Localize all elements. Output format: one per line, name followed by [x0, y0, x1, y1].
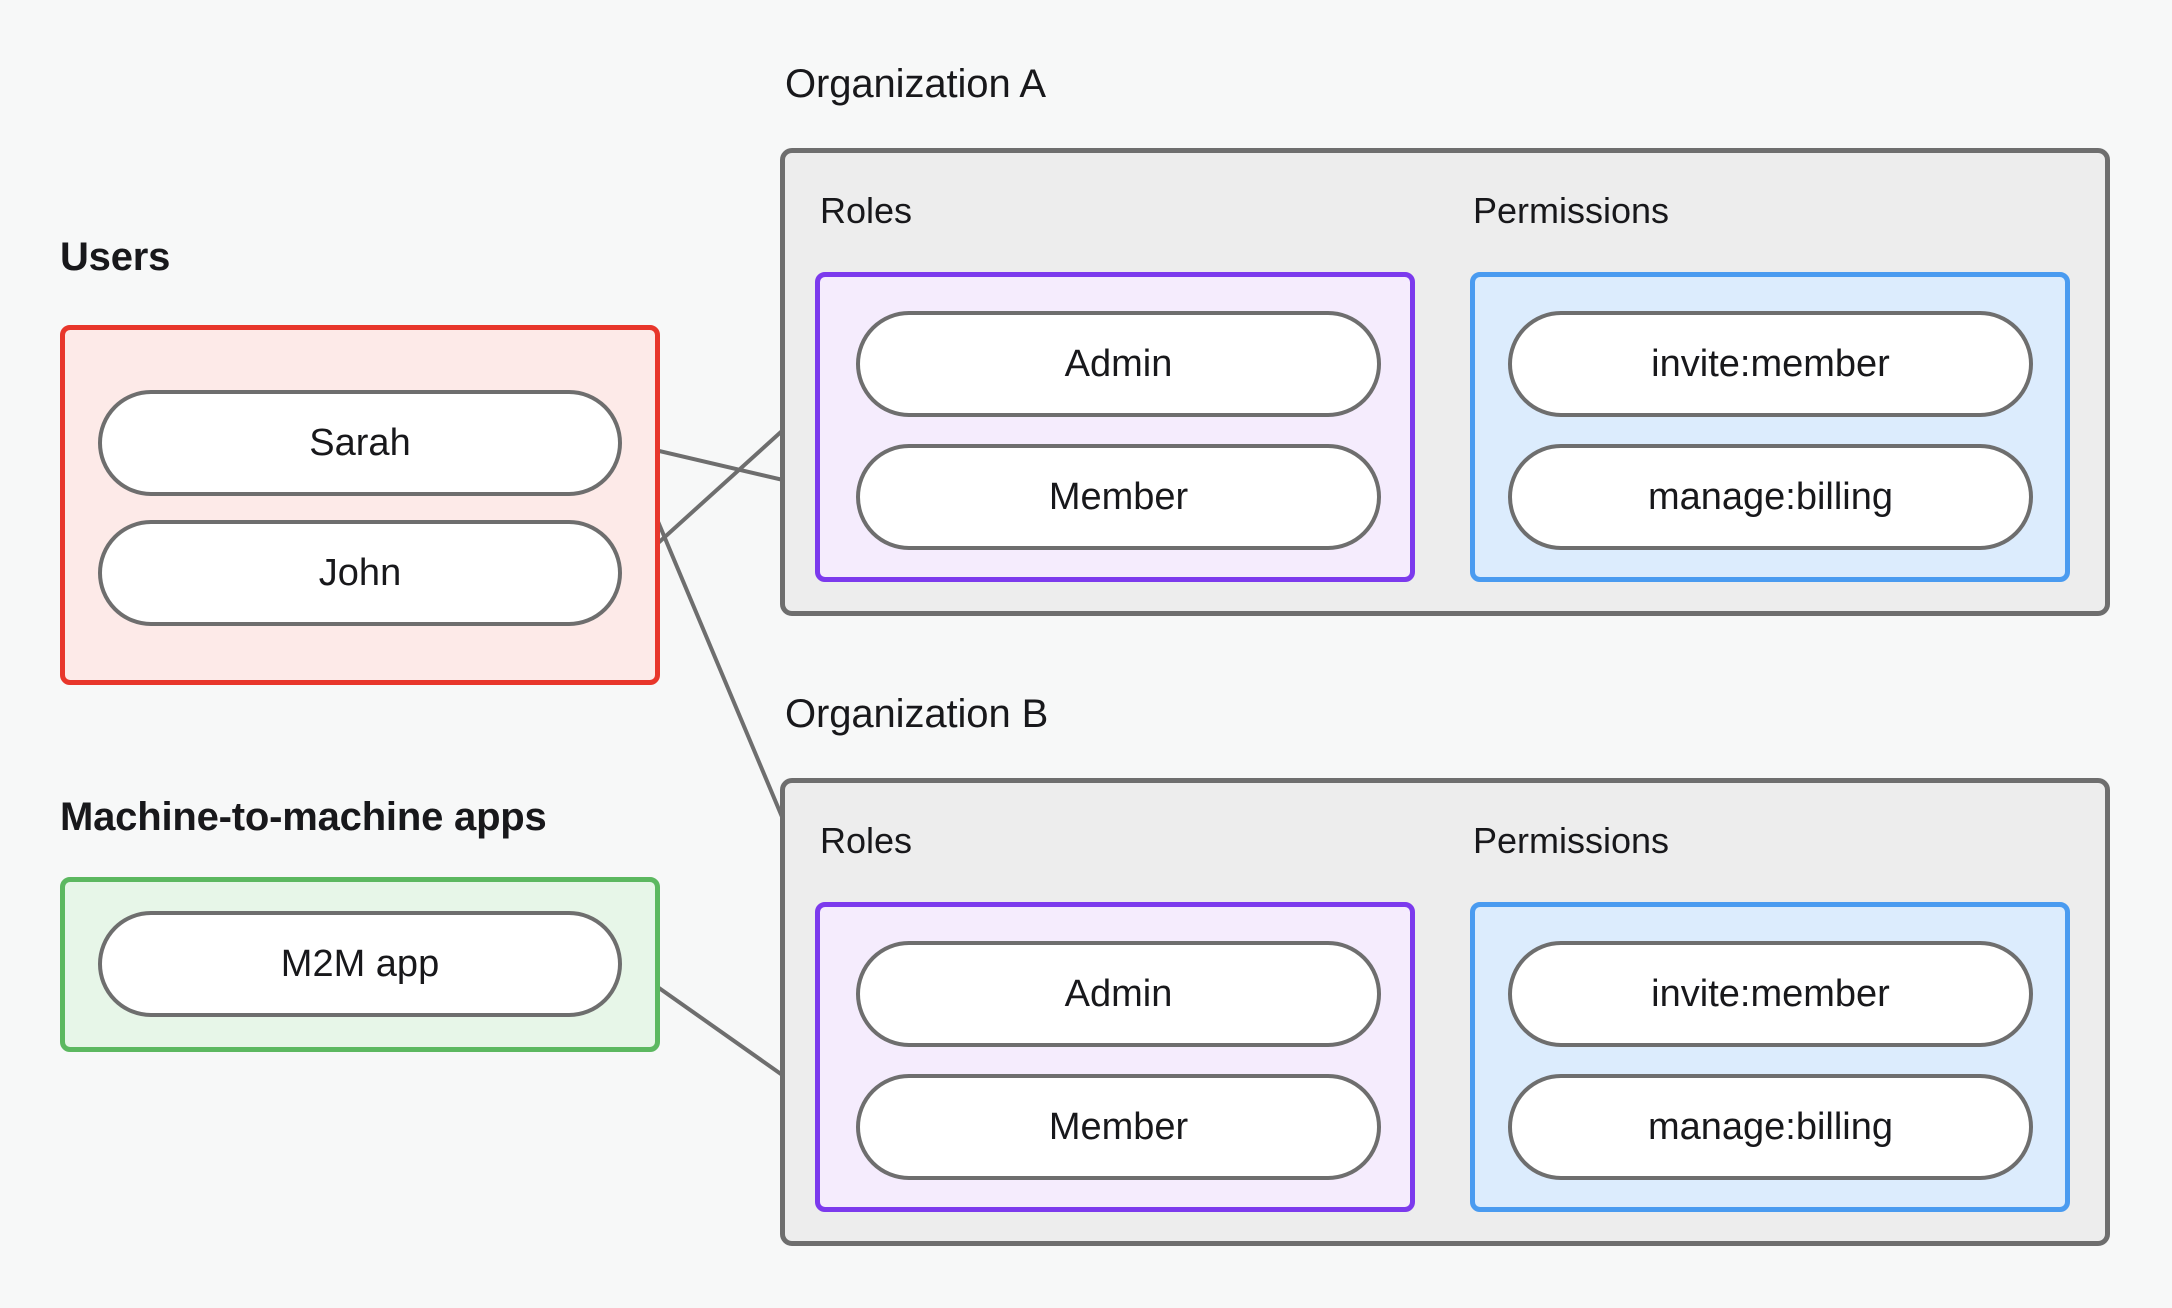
permission-pill-label: manage:billing — [1647, 1105, 1894, 1148]
organization-b-title: Organization B — [785, 692, 1049, 736]
machine-apps-section-title: Machine-to-machine apps — [60, 795, 547, 839]
users-group-box — [60, 325, 660, 685]
role-pill-label: Admin — [1064, 972, 1173, 1015]
organization-a-roles-title: Roles — [820, 190, 913, 231]
permission-pill-label: invite:member — [1651, 342, 1890, 385]
organization-a-permissions-title: Permissions — [1473, 190, 1670, 231]
organization-b-roles-title: Roles — [820, 820, 913, 861]
user-pill-label: John — [318, 551, 402, 594]
role-pill-orgB-admin[interactable]: Admin — [856, 941, 1381, 1047]
m2m-pill-label: M2M app — [280, 942, 440, 985]
users-section-title: Users — [60, 235, 171, 279]
organization-b-permissions-title: Permissions — [1473, 820, 1670, 861]
user-pill-label: Sarah — [309, 421, 411, 464]
user-pill-sarah[interactable]: Sarah — [98, 390, 622, 496]
role-pill-orgA-member[interactable]: Member — [856, 444, 1381, 550]
m2m-pill-app[interactable]: M2M app — [98, 911, 622, 1017]
user-pill-john[interactable]: John — [98, 520, 622, 626]
permission-pill-orgB-invite-member[interactable]: invite:member — [1508, 941, 2033, 1047]
permission-pill-orgA-manage-billing[interactable]: manage:billing — [1508, 444, 2033, 550]
permission-pill-label: manage:billing — [1647, 475, 1894, 518]
permission-pill-orgB-manage-billing[interactable]: manage:billing — [1508, 1074, 2033, 1180]
role-pill-label: Admin — [1064, 342, 1173, 385]
role-pill-label: Member — [1048, 1105, 1189, 1148]
organization-a-title: Organization A — [785, 62, 1046, 106]
role-pill-orgA-admin[interactable]: Admin — [856, 311, 1381, 417]
permission-pill-orgA-invite-member[interactable]: invite:member — [1508, 311, 2033, 417]
role-pill-label: Member — [1048, 475, 1189, 518]
role-pill-orgB-member[interactable]: Member — [856, 1074, 1381, 1180]
permission-pill-label: invite:member — [1651, 972, 1890, 1015]
